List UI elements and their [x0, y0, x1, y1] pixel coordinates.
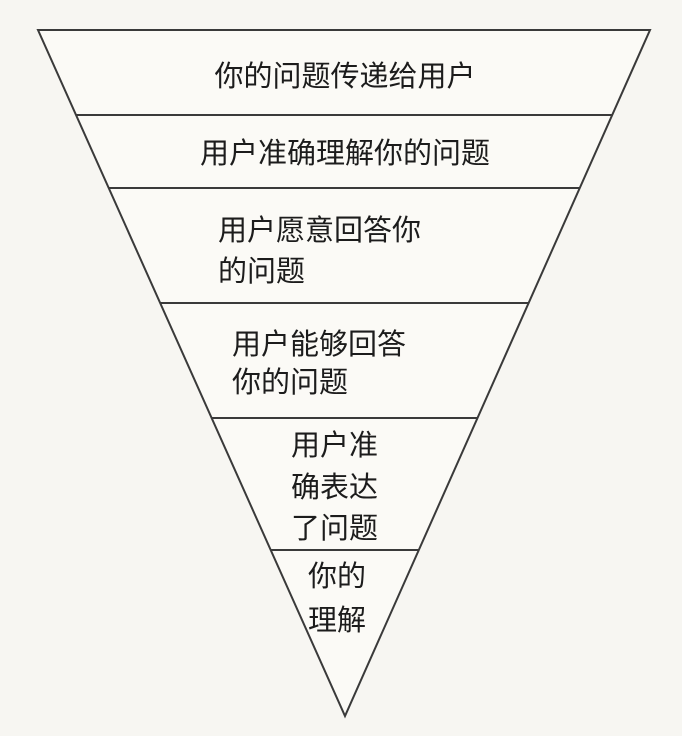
level-2-line-1: 用户准确理解你的问题 [200, 136, 490, 170]
level-1-line-1: 你的问题传递给用户 [214, 59, 475, 93]
level-4-line-2: 你的问题 [232, 365, 348, 399]
funnel-dividers [76, 114, 613, 551]
level-5-line-3: 了问题 [291, 511, 378, 545]
level-3-line-1: 用户愿意回答你 [218, 213, 421, 247]
level-4-line-1: 用户能够回答 [232, 327, 406, 361]
funnel-level-2: 用户准确理解你的问题 [200, 136, 490, 170]
funnel-level-1: 你的问题传递给用户 [214, 59, 475, 93]
level-5-line-2: 确表达 [291, 470, 378, 504]
funnel-labels: 你的问题传递给用户用户准确理解你的问题用户愿意回答你的问题用户能够回答你的问题用… [200, 59, 490, 637]
level-6-line-1: 你的 [308, 559, 366, 593]
level-5-line-1: 用户准 [291, 428, 378, 462]
funnel-outline [36, 29, 652, 719]
level-3-line-2: 的问题 [218, 254, 305, 288]
level-6-line-2: 理解 [308, 603, 366, 637]
